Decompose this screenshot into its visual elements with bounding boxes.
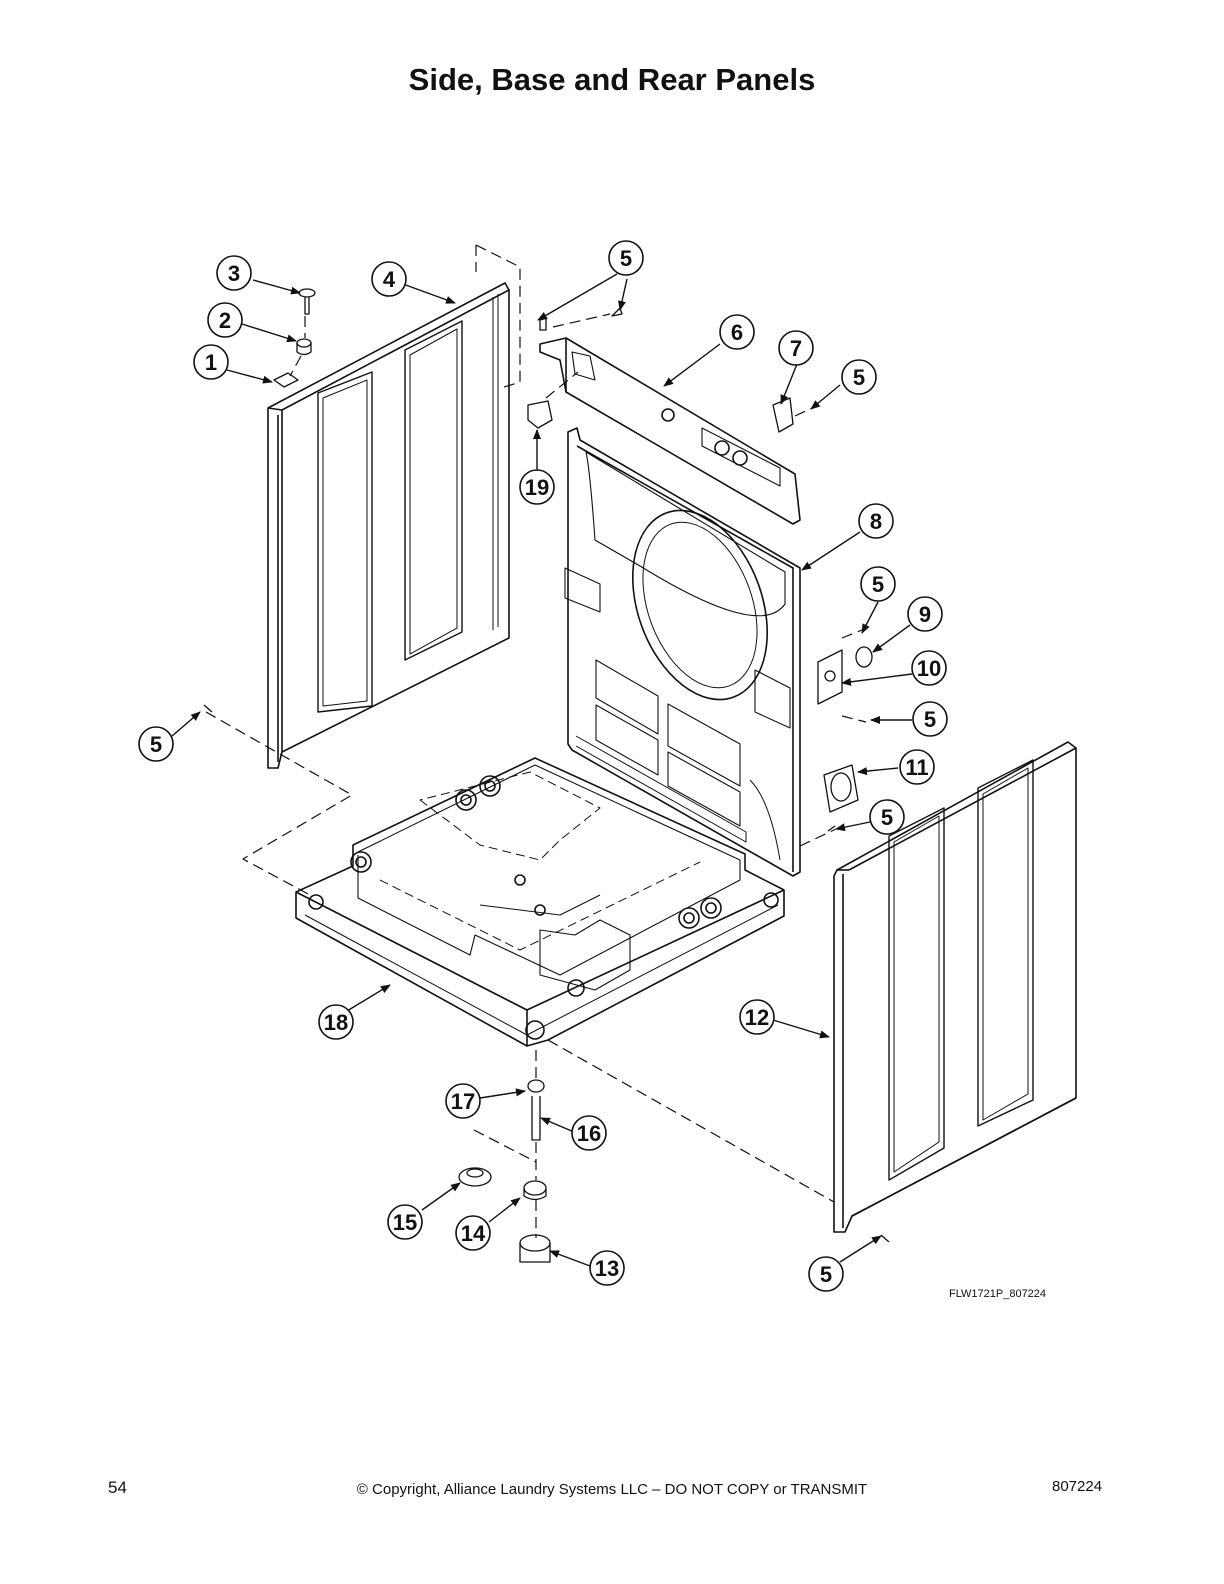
callout-2: 2 — [219, 308, 231, 333]
callout-10: 10 — [917, 656, 941, 681]
callout-1: 1 — [205, 350, 217, 375]
callout-15: 15 — [393, 1210, 417, 1235]
base-frame — [295, 757, 785, 1047]
callout-5-lower: 5 — [881, 805, 893, 830]
callout-13: 13 — [595, 1256, 619, 1281]
callout-14: 14 — [461, 1221, 486, 1246]
callout-7: 7 — [790, 336, 802, 361]
small-hardware — [203, 288, 890, 1263]
callout-18: 18 — [324, 1010, 348, 1035]
leader-arrows — [171, 273, 913, 1267]
callout-9: 9 — [919, 602, 931, 627]
callout-12: 12 — [745, 1005, 769, 1030]
part-19-clip — [527, 400, 553, 429]
callout-5-left: 5 — [150, 732, 162, 757]
part-13-foot — [519, 1234, 551, 1252]
part-16-leg — [531, 1096, 541, 1141]
copyright-notice: © Copyright, Alliance Laundry Systems LL… — [356, 1481, 868, 1498]
callout-16: 16 — [577, 1121, 601, 1146]
part-3-screw — [298, 288, 316, 298]
part-14-nut — [523, 1180, 547, 1196]
callout-5-plate: 5 — [872, 572, 884, 597]
callout-19: 19 — [525, 475, 549, 500]
right-side-panel — [833, 741, 1077, 1233]
callout-5-top: 5 — [620, 246, 632, 271]
callout-5-housing: 5 — [924, 707, 936, 732]
part-7-bracket — [772, 397, 794, 433]
callout-8: 8 — [870, 509, 882, 534]
assembly-lines — [205, 244, 867, 1238]
callout-5-bottom: 5 — [820, 1262, 832, 1287]
part-15-pad — [458, 1167, 492, 1187]
callout-17: 17 — [451, 1089, 475, 1114]
top-rear-bracket — [539, 337, 801, 525]
callout-4: 4 — [383, 267, 396, 292]
part-1-cap — [273, 372, 299, 388]
part-2-spacer — [296, 343, 312, 356]
left-side-panel — [267, 282, 510, 769]
callout-11: 11 — [905, 755, 928, 780]
document-number: 807224 — [1052, 1478, 1103, 1495]
callout-5-bracket: 5 — [853, 365, 865, 390]
page-number: 54 — [108, 1478, 127, 1497]
part-11-housing — [823, 764, 859, 813]
part-17-nut — [527, 1079, 545, 1093]
drawing-code: FLW1721P_807224 — [949, 1288, 1047, 1300]
callout-6: 6 — [731, 320, 743, 345]
part-9-grommet — [855, 646, 873, 668]
rear-panel — [564, 427, 801, 877]
part-10-plate — [817, 649, 843, 705]
page-title: Side, Base and Rear Panels — [408, 62, 816, 97]
callout-3: 3 — [228, 261, 240, 286]
